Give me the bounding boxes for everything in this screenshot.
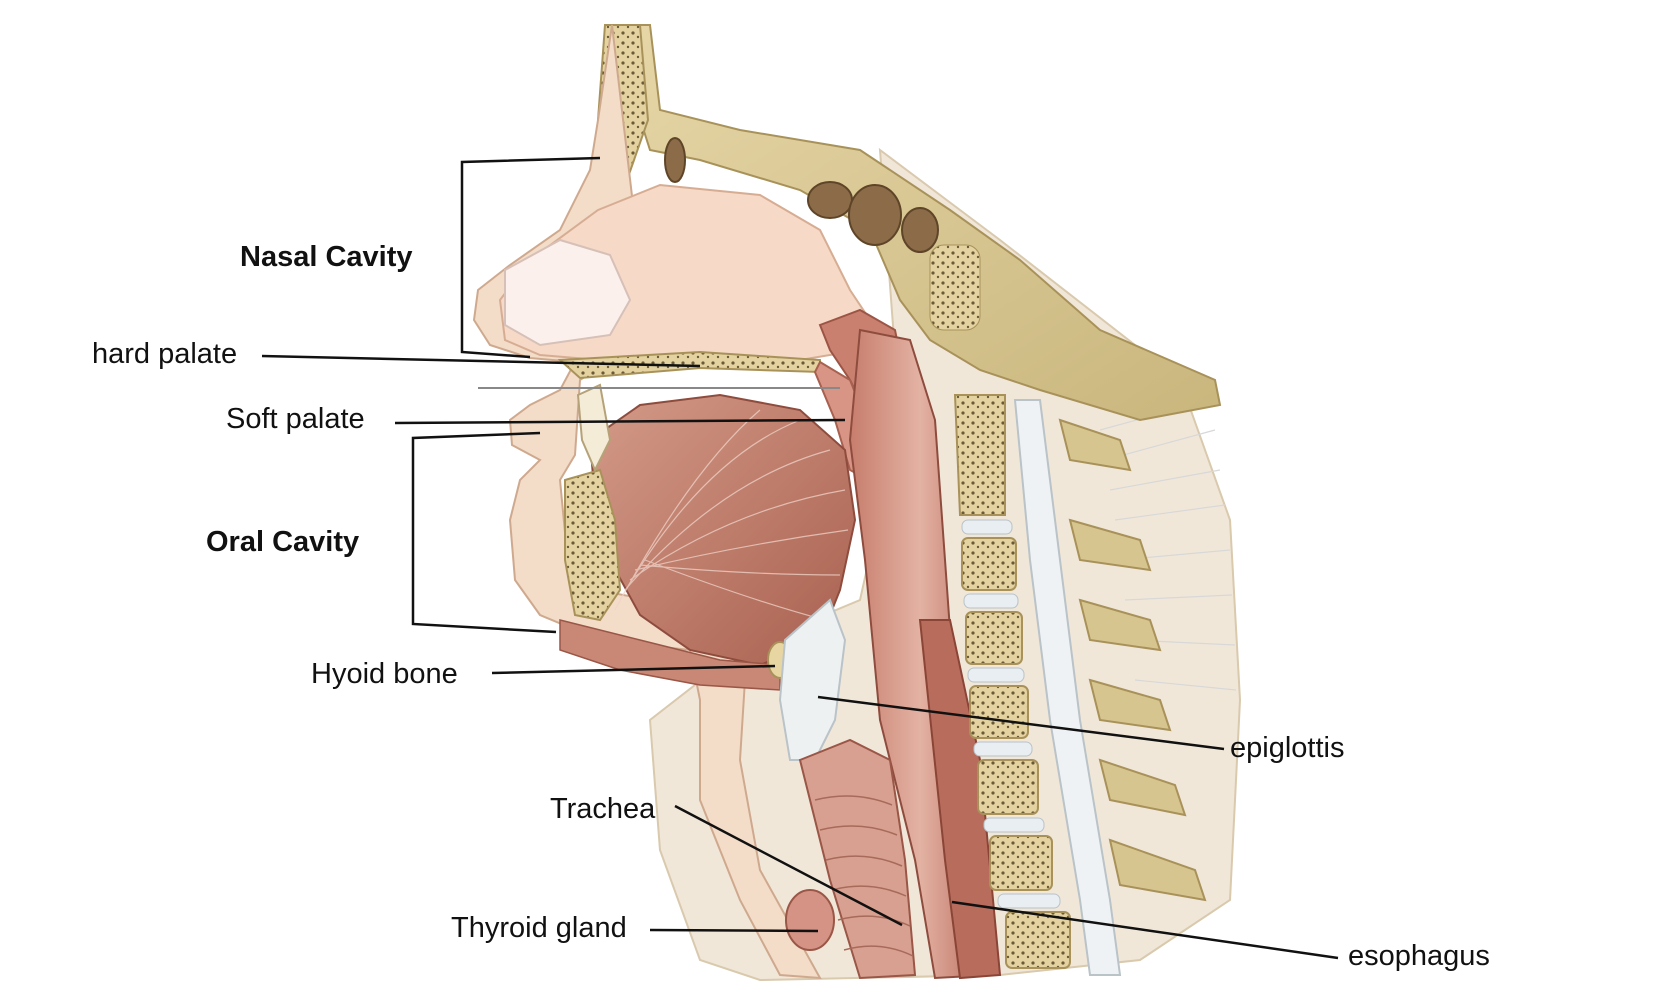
soft-palate-leader bbox=[394, 418, 846, 425]
esophagus-leader bbox=[951, 900, 1339, 960]
esophagus-tube bbox=[918, 619, 1002, 980]
trachea-leader bbox=[674, 804, 903, 927]
trachea-label: Trachea bbox=[550, 793, 656, 825]
epiglottis-larynx bbox=[778, 598, 847, 761]
epiglottis-label: epiglottis bbox=[1230, 732, 1345, 764]
hard-palate-leader bbox=[261, 354, 701, 368]
oral-cavity-label: Oral Cavity bbox=[206, 526, 360, 558]
epiglottis-leader bbox=[817, 695, 1225, 751]
oral-cavity-bracket bbox=[411, 431, 557, 634]
hard-palate-label: hard palate bbox=[92, 338, 238, 370]
esophagus-label: esophagus bbox=[1348, 940, 1490, 972]
nasal-cavity-label: Nasal Cavity bbox=[240, 241, 413, 273]
upper-incisor bbox=[576, 383, 612, 473]
soft-palate-label: Soft palate bbox=[226, 403, 365, 435]
nasal-cartilage bbox=[504, 238, 632, 347]
sphenoid-spongy-bone bbox=[929, 244, 981, 331]
mandible-bone bbox=[564, 468, 622, 622]
spinal-canal bbox=[1013, 399, 1122, 976]
thyroid-gland-shape bbox=[785, 889, 835, 951]
trachea-rings bbox=[814, 795, 914, 957]
thyroid-gland-label: Thyroid gland bbox=[451, 912, 627, 944]
thyroid-gland-leader bbox=[649, 928, 819, 933]
tongue-muscle-fibers bbox=[614, 409, 849, 621]
cervical-vertebrae bbox=[953, 394, 1071, 969]
hyoid-bone-leader bbox=[491, 664, 776, 675]
paranasal-sinuses bbox=[664, 137, 939, 253]
spinous-processes bbox=[1058, 418, 1207, 902]
nasal-cavity-bracket bbox=[460, 156, 601, 359]
hyoid-bone-label: Hyoid bone bbox=[311, 658, 458, 690]
